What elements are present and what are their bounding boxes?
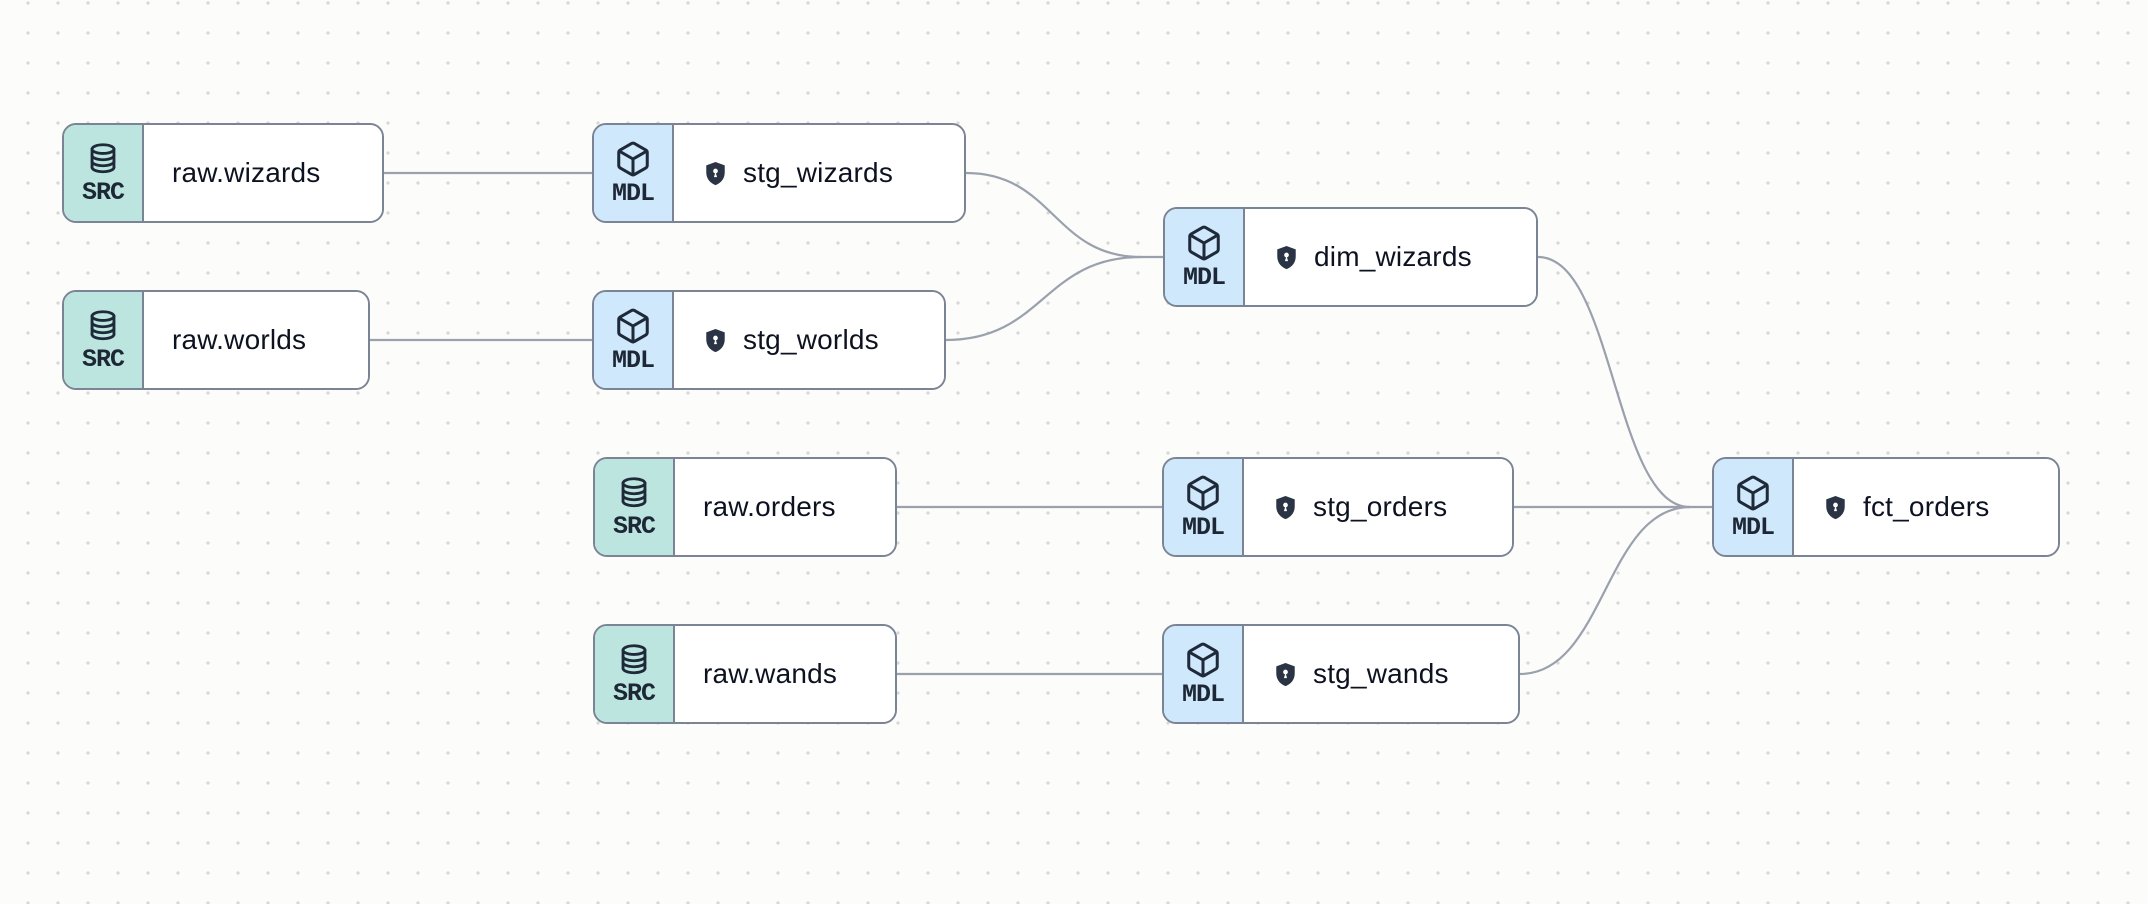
cube-icon xyxy=(1188,225,1220,261)
shield-wrap xyxy=(1822,494,1849,521)
shield-wrap xyxy=(1272,494,1299,521)
node-type-label: SRC xyxy=(81,178,125,207)
node-type-badge: MDL xyxy=(1164,626,1244,722)
shield-wrap xyxy=(1273,244,1300,271)
node-body: raw.worlds xyxy=(144,292,368,388)
node-body: stg_orders xyxy=(1244,459,1512,555)
node-type-badge: MDL xyxy=(1165,209,1245,305)
node-body: raw.wands xyxy=(675,626,895,722)
shield-lock-icon xyxy=(1277,245,1296,269)
edge-dim-wizards-to-fct-orders xyxy=(1536,255,1692,509)
node-body: stg_worlds xyxy=(674,292,944,388)
node-label: stg_orders xyxy=(1313,491,1448,522)
shield-lock-icon xyxy=(1826,495,1845,519)
node-raw-wizards[interactable]: SRC raw.wizards xyxy=(62,123,384,223)
node-body: raw.wizards xyxy=(144,125,382,221)
cube-icon xyxy=(617,308,649,344)
database-icon xyxy=(90,310,116,341)
node-stg-orders[interactable]: MDL stg_orders xyxy=(1162,457,1514,557)
node-label: raw.wizards xyxy=(172,157,321,188)
edge-stg-wizards-to-dim-wizards xyxy=(964,171,1143,259)
node-label: stg_worlds xyxy=(743,324,879,355)
node-type-badge: SRC xyxy=(64,125,144,221)
shield-lock-icon xyxy=(706,161,725,185)
database-icon xyxy=(621,644,647,675)
node-type-badge: SRC xyxy=(64,292,144,388)
node-type-label: MDL xyxy=(1182,263,1226,292)
node-type-label: MDL xyxy=(1731,513,1775,542)
cube-icon xyxy=(617,141,649,177)
cube-icon xyxy=(1187,475,1219,511)
node-type-badge: MDL xyxy=(594,125,674,221)
node-label: dim_wizards xyxy=(1314,241,1472,272)
node-type-label: SRC xyxy=(612,679,656,708)
node-type-label: MDL xyxy=(611,179,655,208)
node-type-label: MDL xyxy=(611,346,655,375)
node-raw-wands[interactable]: SRC raw.wands xyxy=(593,624,897,724)
shield-wrap xyxy=(702,160,729,187)
node-type-badge: MDL xyxy=(594,292,674,388)
node-fct-orders[interactable]: MDL fct_orders xyxy=(1712,457,2060,557)
node-label: fct_orders xyxy=(1863,491,1990,522)
node-raw-orders[interactable]: SRC raw.orders xyxy=(593,457,897,557)
node-type-label: SRC xyxy=(81,345,125,374)
node-body: raw.orders xyxy=(675,459,895,555)
node-dim-wizards[interactable]: MDL dim_wizards xyxy=(1163,207,1538,307)
node-type-badge: MDL xyxy=(1164,459,1244,555)
node-type-label: MDL xyxy=(1181,513,1225,542)
edge-stg-wands-to-fct-orders xyxy=(1518,505,1692,676)
node-body: fct_orders xyxy=(1794,459,2058,555)
node-type-badge: SRC xyxy=(595,626,675,722)
node-body: dim_wizards xyxy=(1245,209,1536,305)
shield-lock-icon xyxy=(1276,662,1295,686)
shield-lock-icon xyxy=(706,328,725,352)
node-type-badge: MDL xyxy=(1714,459,1794,555)
shield-wrap xyxy=(1272,661,1299,688)
node-raw-worlds[interactable]: SRC raw.worlds xyxy=(62,290,370,390)
shield-wrap xyxy=(702,327,729,354)
shield-lock-icon xyxy=(1276,495,1295,519)
cube-icon xyxy=(1737,475,1769,511)
node-label: raw.worlds xyxy=(172,324,307,355)
database-icon xyxy=(90,143,116,174)
node-label: raw.orders xyxy=(703,491,836,522)
node-type-label: MDL xyxy=(1181,680,1225,709)
database-icon xyxy=(621,477,647,508)
node-body: stg_wizards xyxy=(674,125,964,221)
node-label: raw.wands xyxy=(703,658,838,689)
node-stg-wizards[interactable]: MDL stg_wizards xyxy=(592,123,966,223)
node-label: stg_wizards xyxy=(743,157,894,188)
edge-stg-worlds-to-dim-wizards xyxy=(944,255,1143,342)
cube-icon xyxy=(1187,642,1219,678)
node-type-label: SRC xyxy=(612,512,656,541)
node-body: stg_wands xyxy=(1244,626,1518,722)
node-stg-worlds[interactable]: MDL stg_worlds xyxy=(592,290,946,390)
node-label: stg_wands xyxy=(1313,658,1449,689)
node-stg-wands[interactable]: MDL stg_wands xyxy=(1162,624,1520,724)
node-type-badge: SRC xyxy=(595,459,675,555)
